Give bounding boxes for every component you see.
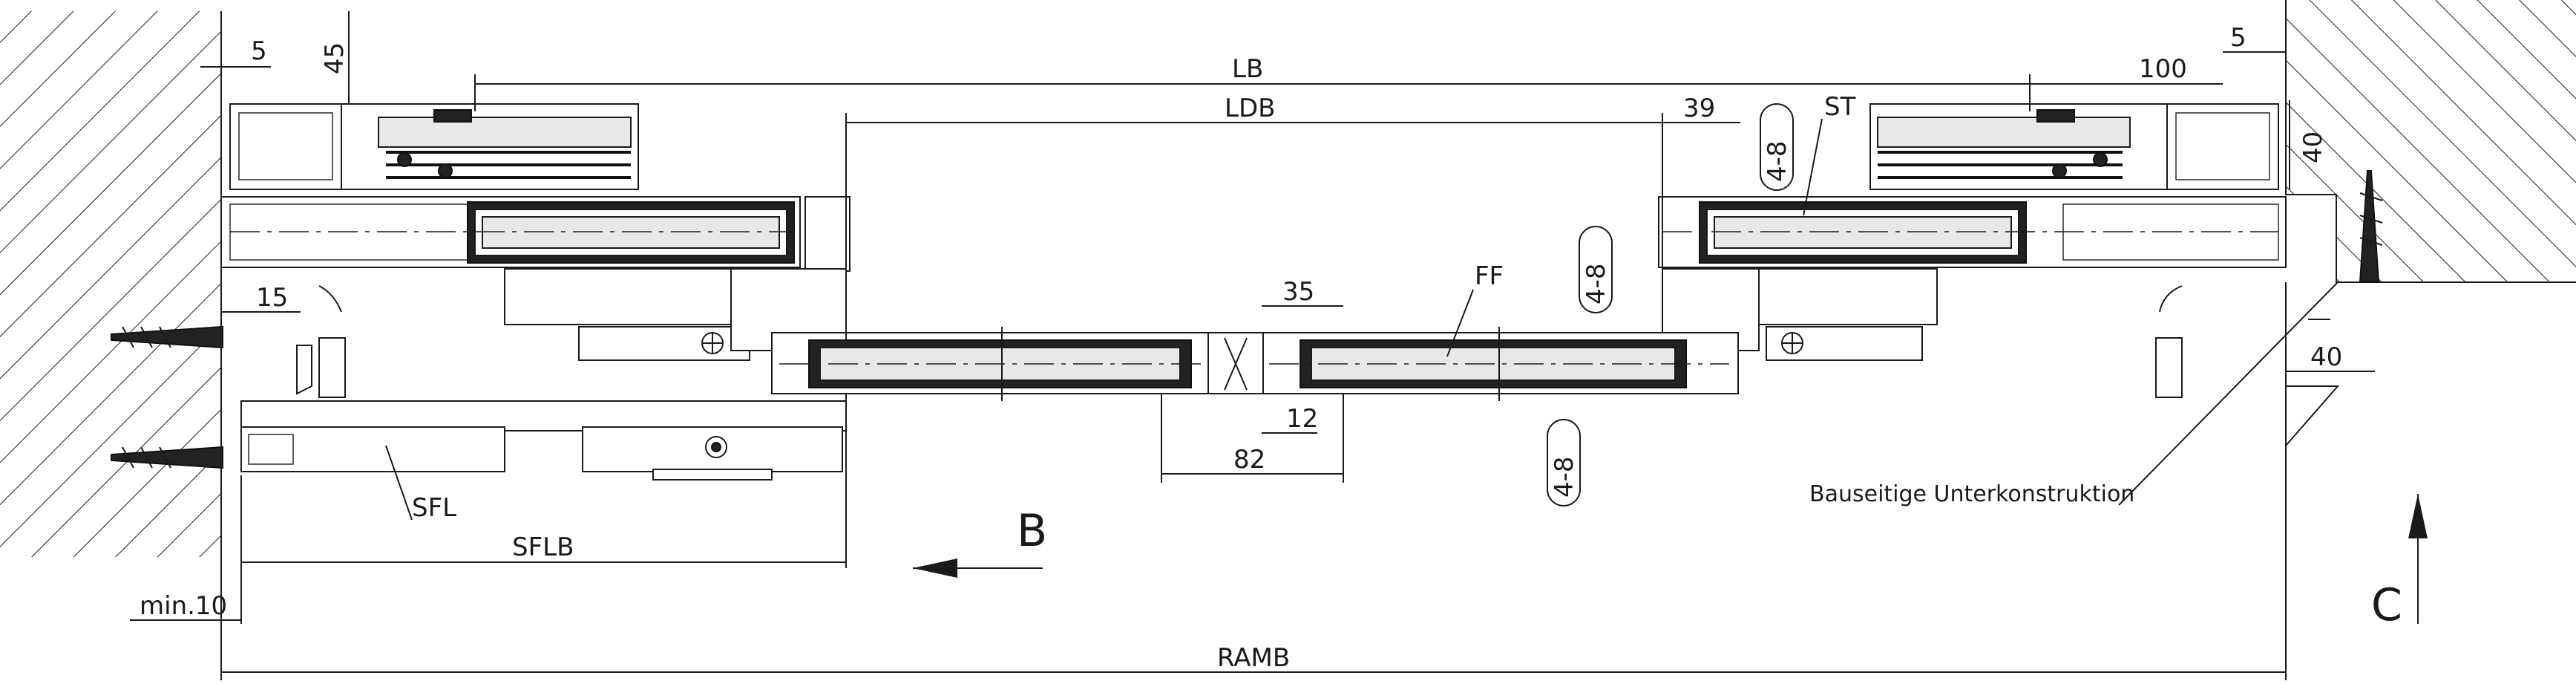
anchor-lower: [111, 446, 223, 469]
sliding-leaf-left: [771, 327, 1209, 401]
label-st: ST: [1824, 92, 1856, 122]
dim-ldb: LDB: [1225, 94, 1275, 123]
right-wall: [2285, 0, 2576, 283]
range-capsule-top: [1760, 103, 1794, 191]
guide-left: [296, 285, 346, 398]
side-frame-left: [220, 196, 851, 272]
left-wall: [0, 11, 222, 557]
dim-40-horizontal: 40: [2310, 342, 2342, 372]
floor-rail: [240, 400, 847, 481]
dim-12: 12: [1286, 404, 1318, 434]
dim-5-right: 5: [2230, 23, 2246, 53]
dim-15: 15: [256, 283, 288, 313]
dim-82: 82: [1233, 445, 1265, 475]
leader-lines: [385, 118, 2339, 521]
label-substructure: Bauseitige Unterkonstruktion: [1809, 481, 2134, 507]
header-profile-right: [1869, 103, 2279, 190]
guide-right: [2155, 285, 2183, 398]
side-frame-right: [1658, 196, 2287, 268]
dim-40-vertical: 40: [2298, 131, 2328, 163]
anchor-upper: [111, 325, 223, 349]
range-capsule-low: [1547, 419, 1581, 507]
anchor-right: [2359, 170, 2383, 283]
dim-39: 39: [1683, 94, 1715, 123]
sliding-leaf-right: [1262, 327, 1739, 401]
dim-lb: LB: [1232, 54, 1263, 84]
dim-ramb: RAMB: [1217, 643, 1290, 673]
dim-35: 35: [1282, 277, 1314, 307]
dim-range-low: 4-8: [1550, 456, 1579, 498]
dim-100: 100: [2139, 54, 2187, 84]
dim-5-left: 5: [251, 36, 267, 66]
view-marker-b: B: [1017, 505, 1047, 557]
dim-lines: [130, 11, 2375, 680]
dim-min10: min.10: [140, 591, 227, 621]
view-arrow-b: [913, 558, 1043, 578]
view-arrow-c: [2408, 494, 2428, 624]
range-capsule-mid: [1579, 226, 1613, 313]
header-profile-left: [229, 103, 639, 190]
label-sfl: SFL: [412, 493, 456, 523]
dim-45: 45: [320, 42, 350, 74]
meeting-stile: [1207, 332, 1264, 394]
view-marker-c: C: [2371, 579, 2402, 631]
dim-range-top: 4-8: [1763, 140, 1792, 182]
dim-sflb: SFLB: [512, 532, 574, 562]
label-ff: FF: [1475, 261, 1504, 291]
dim-range-mid: 4-8: [1582, 263, 1611, 304]
